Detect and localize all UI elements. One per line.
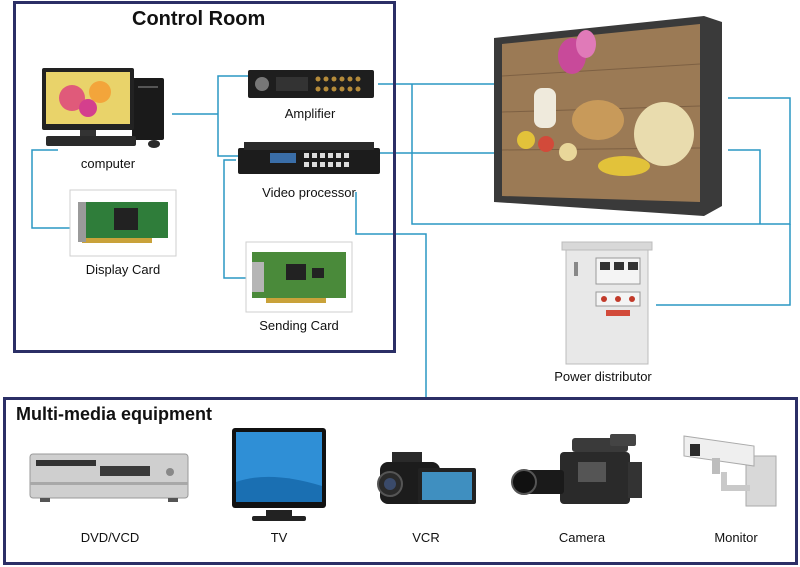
amplifier-image <box>248 70 374 98</box>
wire-videoproc-multimedia <box>355 192 427 398</box>
control-room-frame <box>13 1 396 353</box>
multimedia-title: Multi-media equipment <box>16 404 213 424</box>
amplifier-label: Amplifier <box>284 106 336 121</box>
sending-card-label: Sending Card <box>259 318 339 333</box>
vcr-image <box>377 452 476 504</box>
wire-computer-displaycard <box>31 149 70 229</box>
camera-label: Camera <box>558 530 606 545</box>
computer-label: computer <box>80 156 136 171</box>
power-distributor-image <box>561 241 653 365</box>
wire-power <box>656 224 791 306</box>
sending-card-image <box>245 241 353 313</box>
monitor-image <box>683 435 777 507</box>
multimedia-frame <box>3 397 798 565</box>
control-room-title: Control Room <box>132 8 266 30</box>
monitor-label: Monitor <box>714 530 758 545</box>
display-card-image <box>69 189 177 257</box>
wire-videoproc-sendingcard <box>223 159 246 279</box>
video-processor-image <box>238 142 380 174</box>
dvd-image <box>29 453 189 502</box>
power-distributor-label: Power distributor <box>554 369 652 384</box>
camera-image <box>511 434 642 504</box>
tv-image <box>232 428 326 521</box>
vcr-label: VCR <box>412 530 440 545</box>
wire-hub-amplifier <box>217 75 248 114</box>
wire-screen-right <box>728 149 761 224</box>
display-card-label: Display Card <box>85 262 161 277</box>
led-screen-image <box>494 16 722 216</box>
computer-image <box>42 68 164 148</box>
video-processor-label: Video processor <box>262 185 356 200</box>
tv-label: TV <box>270 530 288 545</box>
dvd-label: DVD/VCD <box>80 530 140 545</box>
